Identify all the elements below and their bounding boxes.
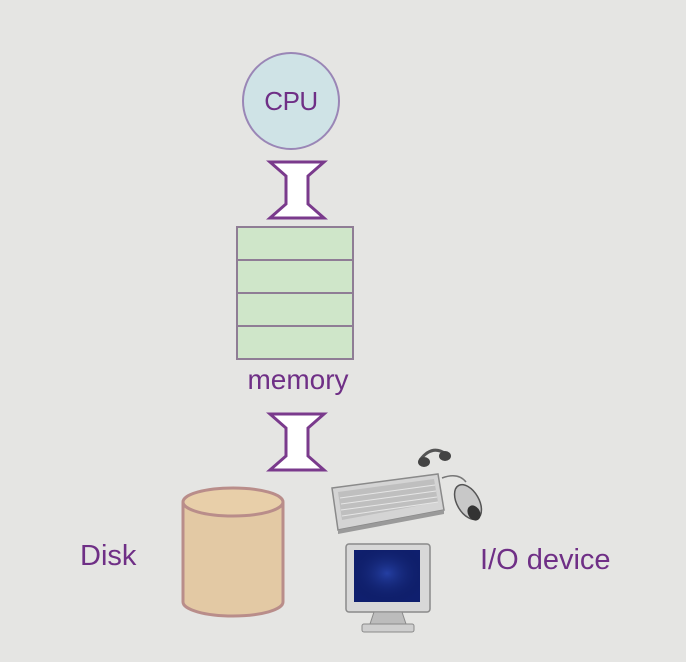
- headset-icon: [418, 448, 451, 467]
- keyboard-mouse-icon: [331, 448, 483, 534]
- memory-row: [238, 327, 352, 358]
- mouse-icon: [441, 475, 483, 521]
- memory-block: [236, 226, 354, 360]
- memory-label: memory: [247, 364, 349, 395]
- cpu-circle: CPU: [242, 52, 340, 150]
- io-device-label: I/O device: [480, 544, 611, 576]
- memory-io-double-arrow-icon: [266, 412, 328, 472]
- cpu-memory-double-arrow-icon: [266, 160, 328, 220]
- disk-label: Disk: [80, 540, 137, 572]
- disk-cylinder-icon: [181, 486, 285, 618]
- memory-row: [238, 294, 352, 327]
- cpu-label: CPU: [264, 85, 318, 116]
- memory-row: [238, 261, 352, 294]
- keyboard-icon: [331, 473, 445, 534]
- monitor-icon: [345, 543, 431, 633]
- memory-row: [238, 228, 352, 261]
